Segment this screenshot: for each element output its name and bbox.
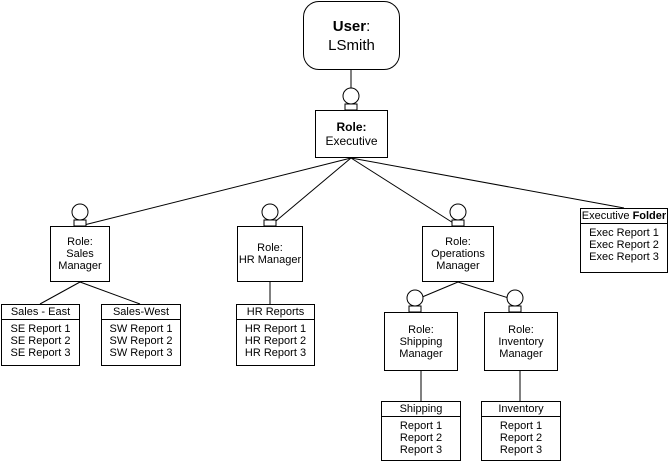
connector-exec-ops bbox=[350, 157, 459, 227]
role-inventory-manager: Role: Inventory Manager bbox=[484, 312, 558, 371]
role-name-line2: Manager bbox=[399, 347, 443, 360]
folder-title: Inventory bbox=[482, 402, 560, 417]
folder-title: Executive Folder bbox=[581, 210, 667, 224]
folder-title: HR Reports bbox=[237, 305, 314, 320]
report-item: Exec Report 1 bbox=[589, 227, 659, 239]
connector-sales-west bbox=[79, 281, 141, 305]
role-prefix: Role: bbox=[67, 236, 93, 248]
report-item: Report 1 bbox=[499, 420, 543, 432]
report-item: SW Report 1 bbox=[109, 323, 173, 335]
role-name-line2: Manager bbox=[436, 260, 480, 272]
report-item: Exec Report 2 bbox=[589, 239, 659, 251]
folder-inventory: Inventory Report 1 Report 2 Report 3 bbox=[481, 401, 561, 461]
role-name-line1: Operations bbox=[431, 248, 485, 260]
report-item: Report 2 bbox=[399, 432, 443, 444]
role-name-line1: Inventory bbox=[498, 335, 544, 348]
role-executive: Role: Executive bbox=[315, 110, 388, 158]
role-name: HR Manager bbox=[238, 254, 302, 266]
role-shipping-manager: Role: Shipping Manager bbox=[384, 312, 458, 371]
folder-shipping: Shipping Report 1 Report 2 Report 3 bbox=[381, 401, 461, 461]
role-prefix: Role: bbox=[336, 120, 367, 134]
role-connector-icon bbox=[449, 203, 467, 227]
role-name: Executive bbox=[325, 134, 378, 148]
folder-executive: Executive Folder Exec Report 1 Exec Repo… bbox=[580, 208, 668, 273]
folder-title: Sales-West bbox=[102, 305, 180, 320]
report-item: SE Report 3 bbox=[10, 347, 71, 359]
role-prefix: Role: bbox=[408, 323, 434, 336]
report-item: HR Report 2 bbox=[244, 335, 307, 347]
role-name-line1: Shipping bbox=[399, 335, 443, 348]
report-item: SW Report 3 bbox=[109, 347, 173, 359]
role-prefix: Role: bbox=[508, 323, 534, 336]
role-connector-icon bbox=[71, 203, 89, 227]
folder-title: Sales - East bbox=[2, 305, 79, 320]
folder-sales-east: Sales - East SE Report 1 SE Report 2 SE … bbox=[1, 304, 80, 366]
folder-title: Shipping bbox=[382, 402, 460, 417]
role-connector-icon bbox=[506, 289, 524, 313]
connector-exec-hr bbox=[269, 157, 352, 227]
report-item: HR Report 3 bbox=[244, 347, 307, 359]
role-name-line1: Sales bbox=[66, 248, 94, 260]
report-item: SE Report 2 bbox=[10, 335, 71, 347]
role-prefix: Role: bbox=[257, 242, 283, 254]
report-item: HR Report 1 bbox=[244, 323, 307, 335]
user-name: LSmith bbox=[328, 36, 375, 54]
role-connector-icon bbox=[261, 203, 279, 227]
report-item: Report 3 bbox=[399, 444, 443, 456]
connector-sales-east bbox=[39, 281, 81, 305]
user-node: User: LSmith bbox=[303, 1, 400, 70]
connector-ops-inventory bbox=[457, 281, 516, 301]
role-connector-icon bbox=[342, 87, 360, 111]
connector-exec-sales bbox=[79, 157, 352, 227]
user-label: User bbox=[332, 17, 367, 35]
role-hr-manager: Role: HR Manager bbox=[237, 226, 303, 282]
user-colon: : bbox=[366, 17, 371, 35]
report-item: Report 3 bbox=[499, 444, 543, 456]
role-prefix: Role: bbox=[445, 236, 471, 248]
folder-hr-reports: HR Reports HR Report 1 HR Report 2 HR Re… bbox=[236, 304, 315, 366]
report-item: Report 2 bbox=[499, 432, 543, 444]
role-connector-icon bbox=[406, 289, 424, 313]
report-item: SW Report 2 bbox=[109, 335, 173, 347]
role-operations-manager: Role: Operations Manager bbox=[422, 226, 494, 282]
role-sales-manager: Role: Sales Manager bbox=[50, 226, 110, 282]
connector-exec-folder bbox=[350, 157, 625, 209]
report-item: Report 1 bbox=[399, 420, 443, 432]
role-name-line2: Manager bbox=[58, 260, 102, 272]
report-item: SE Report 1 bbox=[10, 323, 71, 335]
role-name-line2: Manager bbox=[499, 347, 543, 360]
report-item: Exec Report 3 bbox=[589, 251, 659, 263]
folder-sales-west: Sales-West SW Report 1 SW Report 2 SW Re… bbox=[101, 304, 181, 366]
